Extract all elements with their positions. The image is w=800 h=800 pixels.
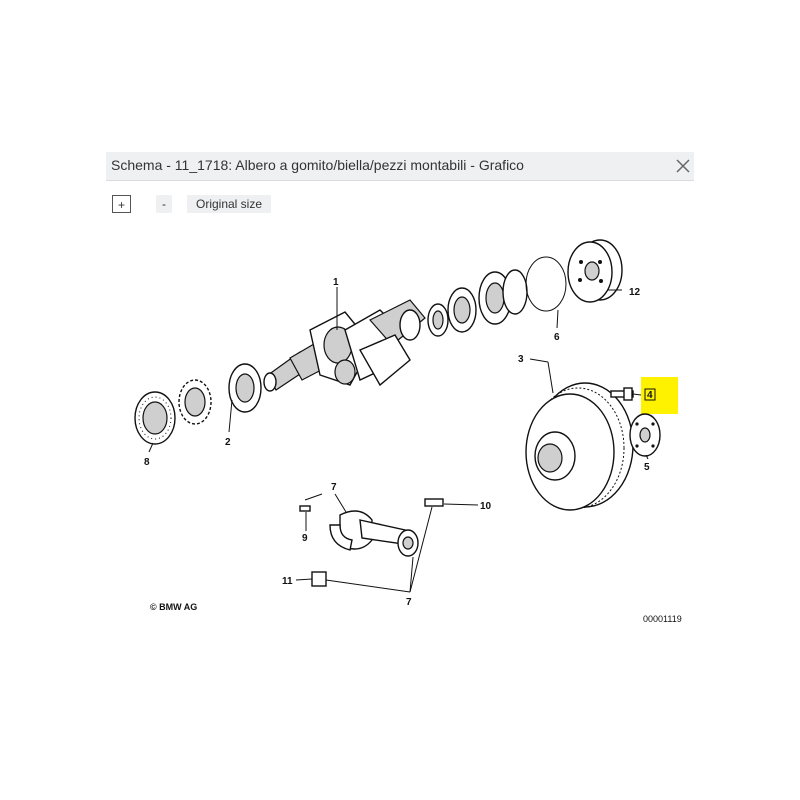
- main-bearing-stack: [427, 269, 528, 337]
- callout-10: 10: [480, 501, 492, 512]
- callout-highlight: [641, 377, 678, 414]
- o-ring-drawing: [525, 256, 567, 312]
- callout-8: 8: [144, 457, 150, 468]
- crankshaft-drawing: [263, 299, 426, 392]
- dialog-title: Schema - 11_1718: Albero a gomito/biella…: [111, 157, 524, 173]
- close-button[interactable]: [672, 156, 692, 176]
- callout-3: 3: [518, 354, 524, 365]
- callout-4-box: [644, 388, 656, 401]
- close-icon: [676, 159, 690, 173]
- callout-11: 11: [282, 576, 293, 587]
- callout-7-bottom: 7: [406, 597, 412, 608]
- front-gear-and-seal: [134, 363, 262, 445]
- zoom-out-button[interactable]: -: [156, 195, 172, 213]
- callout-9: 9: [302, 533, 308, 544]
- title-bar: Schema - 11_1718: Albero a gomito/biella…: [106, 152, 694, 181]
- callout-6: 6: [554, 332, 560, 343]
- zoom-in-button[interactable]: +: [112, 195, 131, 213]
- callout-1: 1: [333, 277, 339, 288]
- copyright-text: © BMW AG: [150, 602, 197, 612]
- flange-drawing: [567, 239, 623, 303]
- callout-2: 2: [225, 437, 231, 448]
- connecting-rod-drawing: [299, 498, 444, 587]
- callout-5: 5: [644, 462, 650, 473]
- callout-4[interactable]: 4: [647, 390, 653, 401]
- flywheel-drawing: [525, 382, 634, 511]
- callout-7-top: 7: [331, 482, 337, 493]
- plate-drawing: [629, 413, 661, 457]
- drawing-number: 00001119: [643, 614, 682, 624]
- original-size-button[interactable]: Original size: [187, 195, 271, 213]
- callout-12: 12: [629, 287, 641, 298]
- leader-lines: [148, 287, 649, 593]
